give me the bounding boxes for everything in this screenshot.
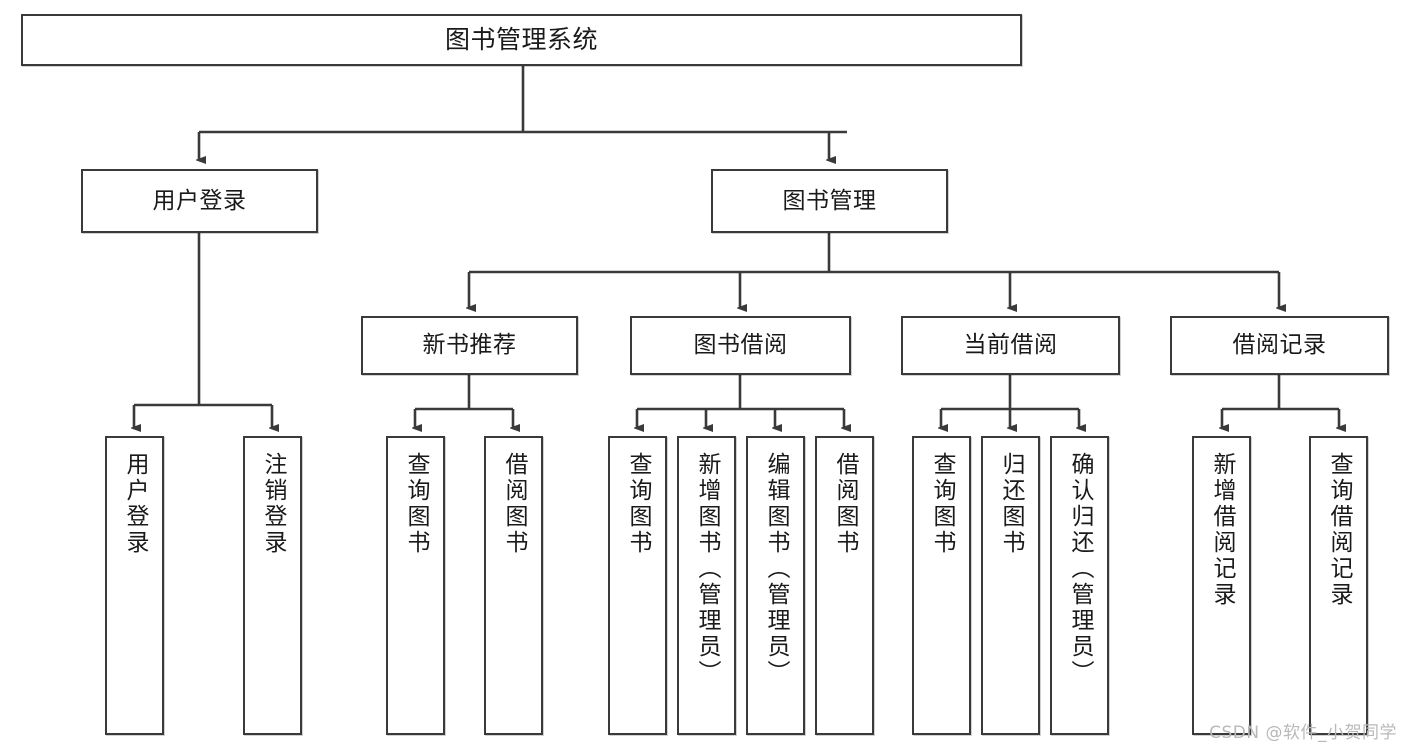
leaf-add-record[interactable]: 新增借阅记录 [1192, 436, 1251, 735]
leaf-user-login-label: 用户登录 [122, 452, 148, 556]
node-book-borrow[interactable]: 图书借阅 [630, 316, 851, 375]
leaf-user-logout[interactable]: 注销登录 [243, 436, 302, 735]
leaf-add-book-label: 新增图书（管理员） [694, 452, 720, 686]
leaf-query-book-1[interactable]: 查询图书 [386, 436, 445, 735]
leaf-confirm-return[interactable]: 确认归还（管理员） [1050, 436, 1109, 735]
node-book-borrow-label: 图书借阅 [693, 332, 788, 359]
leaf-query-book-1-label: 查询图书 [403, 452, 429, 556]
leaf-add-book[interactable]: 新增图书（管理员） [677, 436, 736, 735]
node-new-book-rec[interactable]: 新书推荐 [361, 316, 578, 375]
node-current-borrow-label: 当前借阅 [963, 332, 1058, 359]
leaf-edit-book-label: 编辑图书（管理员） [763, 452, 789, 686]
leaf-add-record-label: 新增借阅记录 [1209, 452, 1235, 608]
leaf-return-book[interactable]: 归还图书 [981, 436, 1040, 735]
leaf-borrow-book-1[interactable]: 借阅图书 [484, 436, 543, 735]
leaf-confirm-return-label: 确认归还（管理员） [1067, 452, 1093, 686]
leaf-user-logout-label: 注销登录 [260, 452, 286, 556]
leaf-return-book-label: 归还图书 [998, 452, 1024, 556]
node-root[interactable]: 图书管理系统 [21, 14, 1022, 66]
leaf-borrow-book-2-label: 借阅图书 [832, 452, 858, 556]
leaf-query-book-3[interactable]: 查询图书 [912, 436, 971, 735]
node-borrow-record-label: 借阅记录 [1232, 332, 1327, 359]
node-book-manage-label: 图书管理 [782, 187, 877, 214]
csdn-watermark: CSDN @软件_小贺同学 [1209, 723, 1397, 743]
leaf-query-book-2[interactable]: 查询图书 [608, 436, 667, 735]
leaf-query-book-2-label: 查询图书 [625, 452, 651, 556]
node-book-manage[interactable]: 图书管理 [711, 169, 948, 233]
leaf-borrow-book-1-label: 借阅图书 [501, 452, 527, 556]
leaf-borrow-book-2[interactable]: 借阅图书 [815, 436, 874, 735]
leaf-query-book-3-label: 查询图书 [929, 452, 955, 556]
leaf-edit-book[interactable]: 编辑图书（管理员） [746, 436, 805, 735]
node-user-login[interactable]: 用户登录 [81, 169, 318, 233]
leaf-query-record[interactable]: 查询借阅记录 [1309, 436, 1368, 735]
node-new-book-rec-label: 新书推荐 [422, 332, 517, 359]
node-current-borrow[interactable]: 当前借阅 [901, 316, 1120, 375]
node-user-login-label: 用户登录 [152, 187, 247, 214]
node-root-label: 图书管理系统 [444, 25, 598, 55]
leaf-user-login[interactable]: 用户登录 [105, 436, 164, 735]
node-borrow-record[interactable]: 借阅记录 [1170, 316, 1389, 375]
leaf-query-record-label: 查询借阅记录 [1326, 452, 1352, 608]
